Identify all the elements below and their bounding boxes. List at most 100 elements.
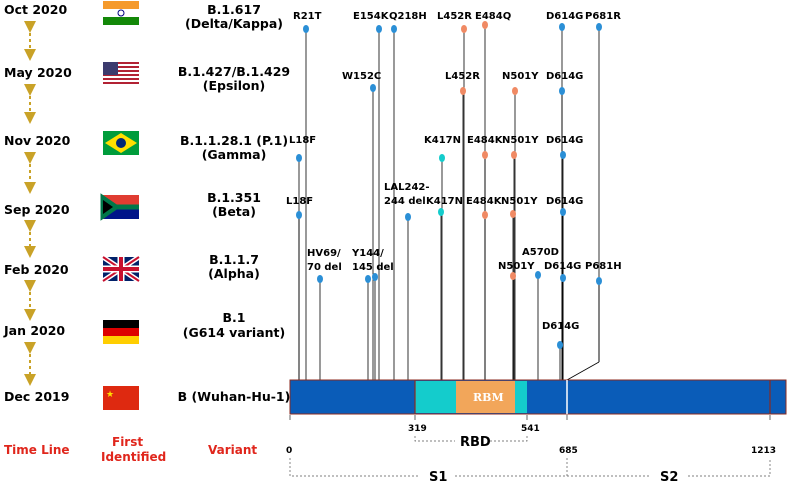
variant-name-line2: (G614 variant) [183, 325, 285, 340]
rbm-region [456, 381, 515, 413]
mutation-pin [372, 273, 378, 281]
mutation-label: E154K [353, 11, 390, 22]
variant-name-line2: (Epsilon) [203, 78, 265, 93]
china-flag: ★ [103, 386, 139, 410]
mutation-pin [535, 271, 541, 279]
mutation-label: K417N [424, 135, 461, 146]
mutation-pin [559, 87, 565, 95]
tick-label: 685 [559, 446, 578, 456]
mutation-label: D614G [544, 261, 581, 272]
variant-name-line1: B.1.1.28.1 (P.1) [180, 133, 288, 148]
mutation-pin [482, 21, 488, 29]
mutation-pin [461, 25, 467, 33]
mutation-stems [298, 25, 600, 381]
footer-first: First [112, 435, 143, 449]
mutation-pin [317, 275, 323, 283]
mutation-label: L18F [286, 196, 313, 207]
germany-flag [103, 320, 139, 344]
mutation-pin [303, 25, 309, 33]
mutation-pin [512, 87, 518, 95]
mutation-label: Y144/ [351, 248, 384, 259]
variant-name-line2: (Gamma) [202, 147, 267, 162]
mutation-pin [376, 25, 382, 33]
mutation-label: P681R [585, 11, 621, 22]
date-dec-2019: Dec 2019 [4, 389, 69, 404]
mutation-pin [560, 151, 566, 159]
variant-name-line2: (Delta/Kappa) [185, 16, 283, 31]
mutation-label: LAL242- [384, 182, 430, 193]
mutation-pin [482, 211, 488, 219]
variant-name-line1: B.1.617 [207, 2, 261, 17]
mutation-label: W152C [342, 71, 381, 82]
variant-name-line1: B.1.351 [207, 190, 261, 205]
mutation-pin [405, 213, 411, 221]
uk-flag [101, 254, 141, 284]
rbm-label: RBM [473, 391, 504, 404]
mutation-pin [596, 277, 602, 285]
tick-label: 1213 [751, 446, 776, 456]
position-ticks [289, 415, 771, 420]
mutation-label: E484K [467, 135, 504, 146]
s1-label: S1 [429, 470, 447, 482]
mutation-pin [460, 87, 466, 95]
mutation-label: N501Y [502, 135, 539, 146]
mutation-label: D614G [546, 135, 583, 146]
date-jan-2020: Jan 2020 [3, 323, 65, 338]
south-africa-flag [100, 193, 139, 221]
variant-name-line2: (Beta) [212, 204, 256, 219]
mutation-pin [365, 275, 371, 283]
spike-protein-bar: RBM [289, 379, 787, 415]
date-oct-2020: Oct 2020 [4, 2, 67, 17]
s2-label: S2 [660, 470, 678, 482]
mutation-pin [560, 208, 566, 216]
mutation-label: P681H [585, 261, 622, 272]
mutation-pin [510, 272, 516, 280]
mutation-label: Q218H [389, 11, 427, 22]
mutation-label: L18F [289, 135, 316, 146]
mutation-label: 70 del [307, 262, 342, 273]
india-flag [103, 1, 139, 25]
brazil-flag [103, 131, 139, 155]
footer-timeline: Time Line [4, 443, 70, 457]
mutation-pin [296, 154, 302, 162]
mutation-label: E484K [466, 196, 503, 207]
mutation-label: E484Q [475, 11, 511, 22]
footer-variant: Variant [208, 443, 257, 457]
protein-bar [289, 379, 787, 415]
rbd-label: RBD [460, 435, 491, 450]
date-feb-2020: Feb 2020 [4, 262, 69, 277]
mutation-pin [559, 23, 565, 31]
mutation-pin [296, 211, 302, 219]
footer-identified: Identified [101, 450, 166, 464]
mutation-pin [391, 25, 397, 33]
mutation-label: L452R [437, 11, 472, 22]
mutation-label: 145 del [352, 262, 394, 273]
mutation-pin [560, 274, 566, 282]
mutation-pins [296, 21, 602, 349]
mutation-label: 244 del [384, 196, 426, 207]
variant-name-line2: (Alpha) [208, 266, 260, 281]
mutation-pin [370, 84, 376, 92]
variant-name-line1: B.1 [223, 310, 246, 325]
mutation-label: L452R [445, 71, 480, 82]
mutation-pin [439, 154, 445, 162]
svg-text:★: ★ [106, 390, 114, 400]
mutation-pin [510, 210, 516, 218]
domain-spans [289, 436, 771, 477]
mutation-label: N501Y [501, 196, 538, 207]
mutation-label: R21T [293, 11, 322, 22]
mutation-pin [482, 151, 488, 159]
variant-name-line1: B.1.1.7 [209, 252, 259, 267]
mutation-pin [511, 151, 517, 159]
mutation-label: D614G [546, 71, 583, 82]
mutation-label: HV69/ [307, 248, 341, 259]
date-nov-2020: Nov 2020 [4, 133, 71, 148]
mutation-label: D614G [546, 196, 583, 207]
mutation-pin [596, 23, 602, 31]
date-sep-2020: Sep 2020 [4, 202, 70, 217]
mutation-pin [438, 208, 444, 216]
mutation-label: A570D [522, 247, 559, 258]
mutation-label: K417N [426, 196, 463, 207]
variant-name-line1: B.1.427/B.1.429 [178, 64, 290, 79]
